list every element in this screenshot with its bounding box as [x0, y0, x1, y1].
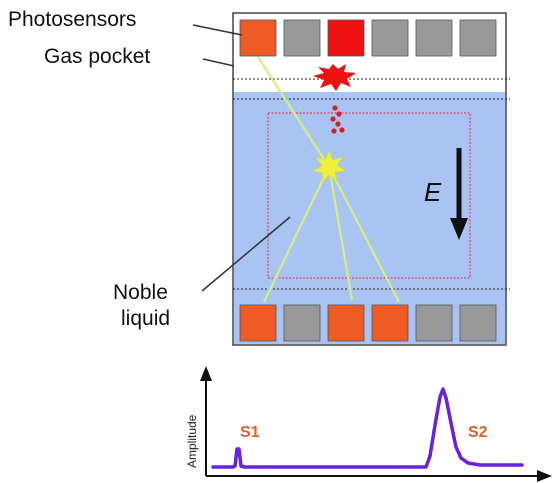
- noble-liquid-label-line1: Noble: [113, 281, 168, 304]
- bottom-photosensor: [459, 304, 497, 342]
- top-photosensor: [459, 19, 497, 57]
- waveform-plot: Amplitude S1 S2: [185, 366, 552, 482]
- gas-pocket-label: Gas pocket: [44, 45, 151, 68]
- top-photosensor: [239, 19, 277, 57]
- scintillation-rays: [257, 56, 400, 303]
- s1-label: S1: [240, 424, 260, 441]
- s2-flash: [313, 64, 356, 91]
- y-axis-label: Amplitude: [185, 414, 199, 468]
- top-photosensor: [283, 19, 321, 57]
- noble-liquid-label-line2: liquid: [121, 307, 171, 330]
- top-photosensor-array: [239, 19, 497, 57]
- noble-liquid-leader: [201, 216, 291, 292]
- bottom-photosensor: [239, 304, 277, 342]
- top-photosensor: [415, 19, 453, 57]
- photosensors-label: Photosensors: [8, 8, 137, 31]
- photosensors-leader: [192, 24, 243, 36]
- x-axis-arrowhead: [537, 470, 552, 482]
- interaction-point: [312, 150, 347, 184]
- top-photosensor: [371, 19, 409, 57]
- field-label: E: [424, 177, 442, 207]
- waveform-trace: [211, 387, 524, 469]
- bottom-photosensor: [327, 304, 365, 342]
- drift-electrons: [330, 105, 345, 134]
- bottom-photosensor: [371, 304, 409, 342]
- fiducial-volume: [267, 112, 471, 279]
- y-axis-arrowhead: [200, 366, 212, 381]
- s2-label: S2: [468, 424, 488, 441]
- top-photosensor: [327, 19, 365, 57]
- field-arrowhead: [450, 218, 468, 240]
- bottom-photosensor-array: [239, 304, 497, 342]
- bottom-photosensor: [415, 304, 453, 342]
- bottom-photosensor: [283, 304, 321, 342]
- gas-pocket-leader: [202, 58, 235, 67]
